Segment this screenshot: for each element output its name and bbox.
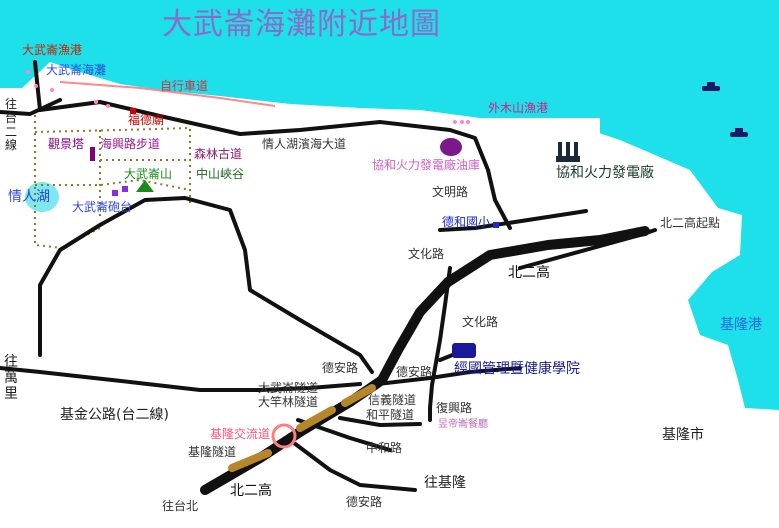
label-to-tai2: 往台二線 [4,97,17,153]
label-dawulun-port: 大武崙漁港 [22,43,83,57]
label-guanjing-tower: 觀景塔 [48,137,85,151]
label-keelung-port: 基隆港 [720,317,762,333]
sea [0,0,779,410]
label-fude-temple: 福德廟 [128,113,165,127]
deho-school-marker [493,222,499,228]
label-north2-b: 北二高 [230,483,272,499]
label-zhongshan-valley: 中山峽谷 [196,167,245,181]
label-zhonghe-rd: 中和路 [366,441,403,455]
tunnel-segments [228,384,376,472]
hiking-trails [34,115,191,250]
label-wenming-rd: 文明路 [432,185,469,199]
dawulun-fort-marker-1 [112,190,118,196]
label-qingren-lake: 情人湖 [8,189,50,205]
land-inlet [455,118,600,140]
label-dawulun-tunnel: 大武崙隧道 [258,381,319,395]
ship-icon-1 [702,82,720,91]
label-haixing-trail: 海興路步道 [100,137,161,151]
label-north2-start: 北二高起點 [660,216,721,230]
label-wenhua-rd-2: 文化路 [462,315,499,329]
dawulun-mountain-marker [136,180,154,192]
ship-icon-2 [730,128,748,137]
bike-path-line [59,81,276,107]
oil-depot-marker [440,138,462,156]
label-waimushan-port: 外木山漁港 [488,101,549,115]
label-jijin-rd: 基金公路(台二線) [60,407,169,423]
label-north2-a: 北二高 [508,265,550,281]
label-bike-path: 自行車道 [160,79,209,93]
label-yudi-restaurant: 昱帝崙餐廳 [438,419,488,430]
label-dazhulin-tunnel: 大竿林隧道 [258,395,319,409]
label-power-plant: 協和火力發電廠 [556,165,654,181]
label-heping-tunnel: 和平隧道 [366,408,415,422]
label-dean-rd-3: 德安路 [346,495,383,509]
label-fuxing-rd: 復興路 [436,401,473,415]
label-oil-depot: 協和火力發電廠油庫 [372,158,481,172]
label-coast-road: 情人湖濱海大道 [262,137,347,151]
college-marker [452,343,476,358]
label-college: 經國管理暨健康學院 [454,361,580,377]
label-deho-school: 德和國小 [442,215,491,229]
label-dean-rd-1: 德安路 [322,361,359,375]
map-title: 大武崙海灘附近地圖 [162,7,441,42]
label-to-taipei: 往台北 [162,499,199,513]
label-dawulun-beach: 大武崙海灘 [46,63,107,77]
label-to-keelung: 往基隆 [424,475,466,491]
dawulun-fort-marker-2 [122,186,128,192]
label-dawulun-mountain: 大武崙山 [124,167,173,181]
guanjing-tower-marker [90,147,95,161]
beach-dots [26,70,470,124]
qingren-lake-water [25,182,59,212]
label-dean-rd-2: 德安路 [396,365,433,379]
keelung-interchange-ring [271,423,297,449]
label-forest-trail: 森林古道 [194,147,243,161]
label-dawulun-fort: 大武崙砲台 [72,200,133,214]
label-wenhua-rd-1: 文化路 [408,247,445,261]
north2-freeway [200,226,650,495]
label-keelung-city: 基隆市 [662,427,704,443]
label-xinyi-tunnel: 信義隧道 [368,393,417,407]
label-to-wanli: 往萬里 [4,354,18,403]
power-plant-icon [556,142,580,162]
label-keelung-interchange: 基隆交流道 [210,427,271,441]
label-keelung-tunnel: 基隆隧道 [188,445,237,459]
fude-temple-marker [130,108,136,114]
